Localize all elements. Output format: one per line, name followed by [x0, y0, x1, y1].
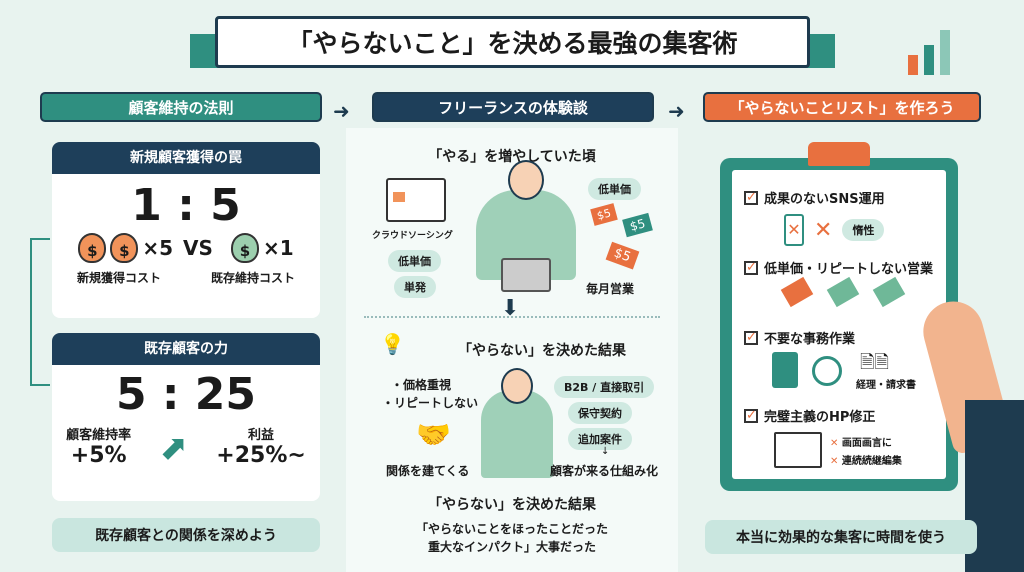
- page-title: 「やらないこと」を決める最強の集客術: [215, 16, 810, 68]
- conclusion-line: 重大なインパクト」大事だった: [427, 540, 596, 554]
- list-item-label: 不要な事務作業: [764, 332, 856, 347]
- phone-icon: ✕: [784, 214, 804, 246]
- connector-line: [30, 238, 50, 386]
- label: 顧客が来る仕組み化: [550, 464, 659, 478]
- conclusion-title: 「やらない」を決めた結果: [428, 497, 596, 513]
- price-tag-icon: $5: [622, 212, 654, 238]
- cross-icon: ✕: [830, 438, 842, 449]
- money-bag-icon: $: [78, 233, 107, 263]
- calculator-icon: [772, 352, 798, 388]
- freelance-panel: 「やる」を増やしていた頃 クラウドソーシング 低単価 単発 低単価 $5 $5 …: [346, 128, 678, 572]
- price-tag-icon: $5: [605, 241, 639, 270]
- down-arrow-icon: ↓: [601, 446, 610, 457]
- tag: 惰性: [842, 219, 885, 241]
- lightbulb-icon: 💡: [380, 332, 405, 356]
- clipboard-clip: [808, 142, 870, 166]
- up-arrow-icon: ⬈: [159, 428, 188, 468]
- label: クラウドソーシング: [372, 231, 453, 241]
- label: 連続続継編集: [841, 456, 902, 467]
- multiplier: ×5: [142, 236, 174, 260]
- chart-growth-icon: [900, 20, 980, 75]
- price-tag-icon: [826, 276, 860, 308]
- footer-left: 既存顧客との関係を深めよう: [52, 518, 320, 552]
- money-bag-icon: $: [230, 233, 259, 263]
- list-item-label: 完璧主義のHP修正: [764, 410, 876, 425]
- tag: 単発: [394, 276, 436, 298]
- webpage-icon: [774, 432, 822, 468]
- tag: B2B / 直接取引: [554, 376, 655, 398]
- tag: 低単価: [588, 178, 641, 200]
- section-title: 「やる」を増やしていた頃: [428, 149, 596, 165]
- down-arrow-icon: ⬇: [501, 296, 520, 321]
- browser-icon: [386, 178, 446, 222]
- label: 利益: [248, 428, 275, 443]
- checkbox-icon: ✓: [744, 189, 758, 205]
- divider: [364, 316, 660, 318]
- ratio: 1 : 5: [131, 180, 241, 231]
- section-title: 「やらない」を決めた結果: [458, 343, 626, 359]
- footer-right: 本当に効果的な集客に時間を使う: [705, 520, 977, 554]
- cross-icon: ✕: [814, 217, 833, 243]
- price-tag-icon: [872, 276, 906, 308]
- vs-label: VS: [183, 236, 213, 260]
- column-header-retention: 顧客維持の法則: [40, 92, 322, 122]
- list-item-label: 成果のないSNS運用: [764, 192, 885, 207]
- arrow-right-icon: ➜: [333, 99, 350, 123]
- tag: 保守契約: [568, 402, 632, 424]
- document-icon: 🗎🗎: [860, 352, 889, 373]
- list-item-label: 低単価・リピートしない営業: [764, 262, 934, 277]
- multiplier: ×1: [262, 236, 294, 260]
- cross-icon: ✕: [830, 456, 842, 467]
- label: 画面画言に: [841, 438, 892, 449]
- clipboard: ✓ 成果のないSNS運用 ✕ ✕ 惰性 ✓ 低単価・リピートしない営業 ✓ 不要な事務…: [720, 142, 958, 491]
- tag: 低単価: [388, 250, 441, 272]
- money-bag-icon: $: [110, 233, 139, 263]
- card-new-customer-trap: 新規顧客獲得の罠 1 : 5 $ $ ×5 VS $ ×1 新規獲得コスト 既存…: [52, 142, 320, 318]
- conclusion-line: 「やらないことをほったことだった: [415, 522, 608, 536]
- value: +25%~: [216, 443, 306, 468]
- handshake-icon: 🤝: [416, 418, 451, 451]
- label: 毎月営業: [586, 282, 635, 296]
- clock-icon: [812, 356, 842, 386]
- arrow-right-icon: ➜: [668, 99, 685, 123]
- card-existing-customer-power: 既存顧客の力 5 : 25 顧客維持率+5% ⬈ 利益+25%~: [52, 333, 320, 501]
- checkbox-icon: ✓: [744, 407, 758, 423]
- bullet: ・価格重視: [391, 378, 452, 392]
- value: +5%: [70, 443, 127, 468]
- card-header: 新規顧客獲得の罠: [52, 142, 320, 174]
- label: 関係を建てくる: [386, 464, 470, 478]
- tag: 追加案件: [568, 428, 632, 450]
- label: 新規獲得コスト: [76, 271, 161, 285]
- ratio: 5 : 25: [115, 369, 257, 420]
- label: 既存維持コスト: [210, 271, 295, 285]
- label: 顧客維持率: [66, 428, 132, 443]
- bullet: ・リピートしない: [382, 396, 479, 410]
- clipboard-paper: ✓ 成果のないSNS運用 ✕ ✕ 惰性 ✓ 低単価・リピートしない営業 ✓ 不要な事務…: [732, 170, 946, 479]
- column-header-freelance: フリーランスの体験談: [372, 92, 654, 122]
- checkbox-icon: ✓: [744, 259, 758, 275]
- happy-person-illustration: [481, 368, 553, 478]
- price-tag-icon: [780, 276, 814, 308]
- price-tag-icon: $5: [590, 203, 618, 226]
- label: 経理・請求書: [856, 380, 916, 391]
- card-header: 既存顧客の力: [52, 333, 320, 365]
- column-header-not-todo: 「やらないことリスト」を作ろう: [703, 92, 981, 122]
- checkbox-icon: ✓: [744, 329, 758, 345]
- laptop-icon: [501, 258, 551, 292]
